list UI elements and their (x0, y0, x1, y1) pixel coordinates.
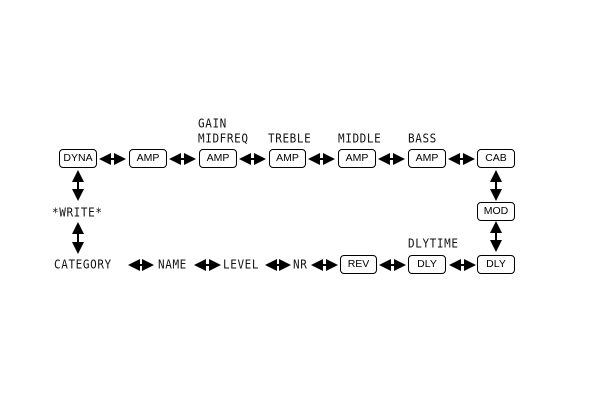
rev-key[interactable]: REV (340, 255, 377, 274)
treble-label: TREBLE (268, 131, 311, 146)
midfreq-label: MIDFREQ (198, 131, 249, 146)
dlytime-label: DLYTIME (408, 236, 459, 251)
amp-key-2[interactable]: AMP (199, 149, 237, 168)
level-label: LEVEL (223, 257, 259, 272)
amp-key-5[interactable]: AMP (408, 149, 446, 168)
name-label: NAME (158, 257, 187, 272)
middle-label: MIDDLE (338, 131, 381, 146)
category-label: CATEGORY (54, 257, 112, 272)
cab-key[interactable]: CAB (477, 149, 515, 168)
dly-key-left[interactable]: DLY (408, 255, 446, 274)
dyna-key[interactable]: DYNA (59, 149, 97, 168)
write-label: *WRITE* (52, 205, 103, 220)
dly-key-right[interactable]: DLY (477, 255, 515, 274)
amp-key-4[interactable]: AMP (338, 149, 376, 168)
gain-label: GAIN (198, 116, 227, 131)
bass-label: BASS (408, 131, 437, 146)
amp-key-1[interactable]: AMP (129, 149, 167, 168)
nr-label: NR (293, 257, 307, 272)
amp-key-3[interactable]: AMP (269, 149, 306, 168)
mod-key[interactable]: MOD (477, 202, 515, 221)
